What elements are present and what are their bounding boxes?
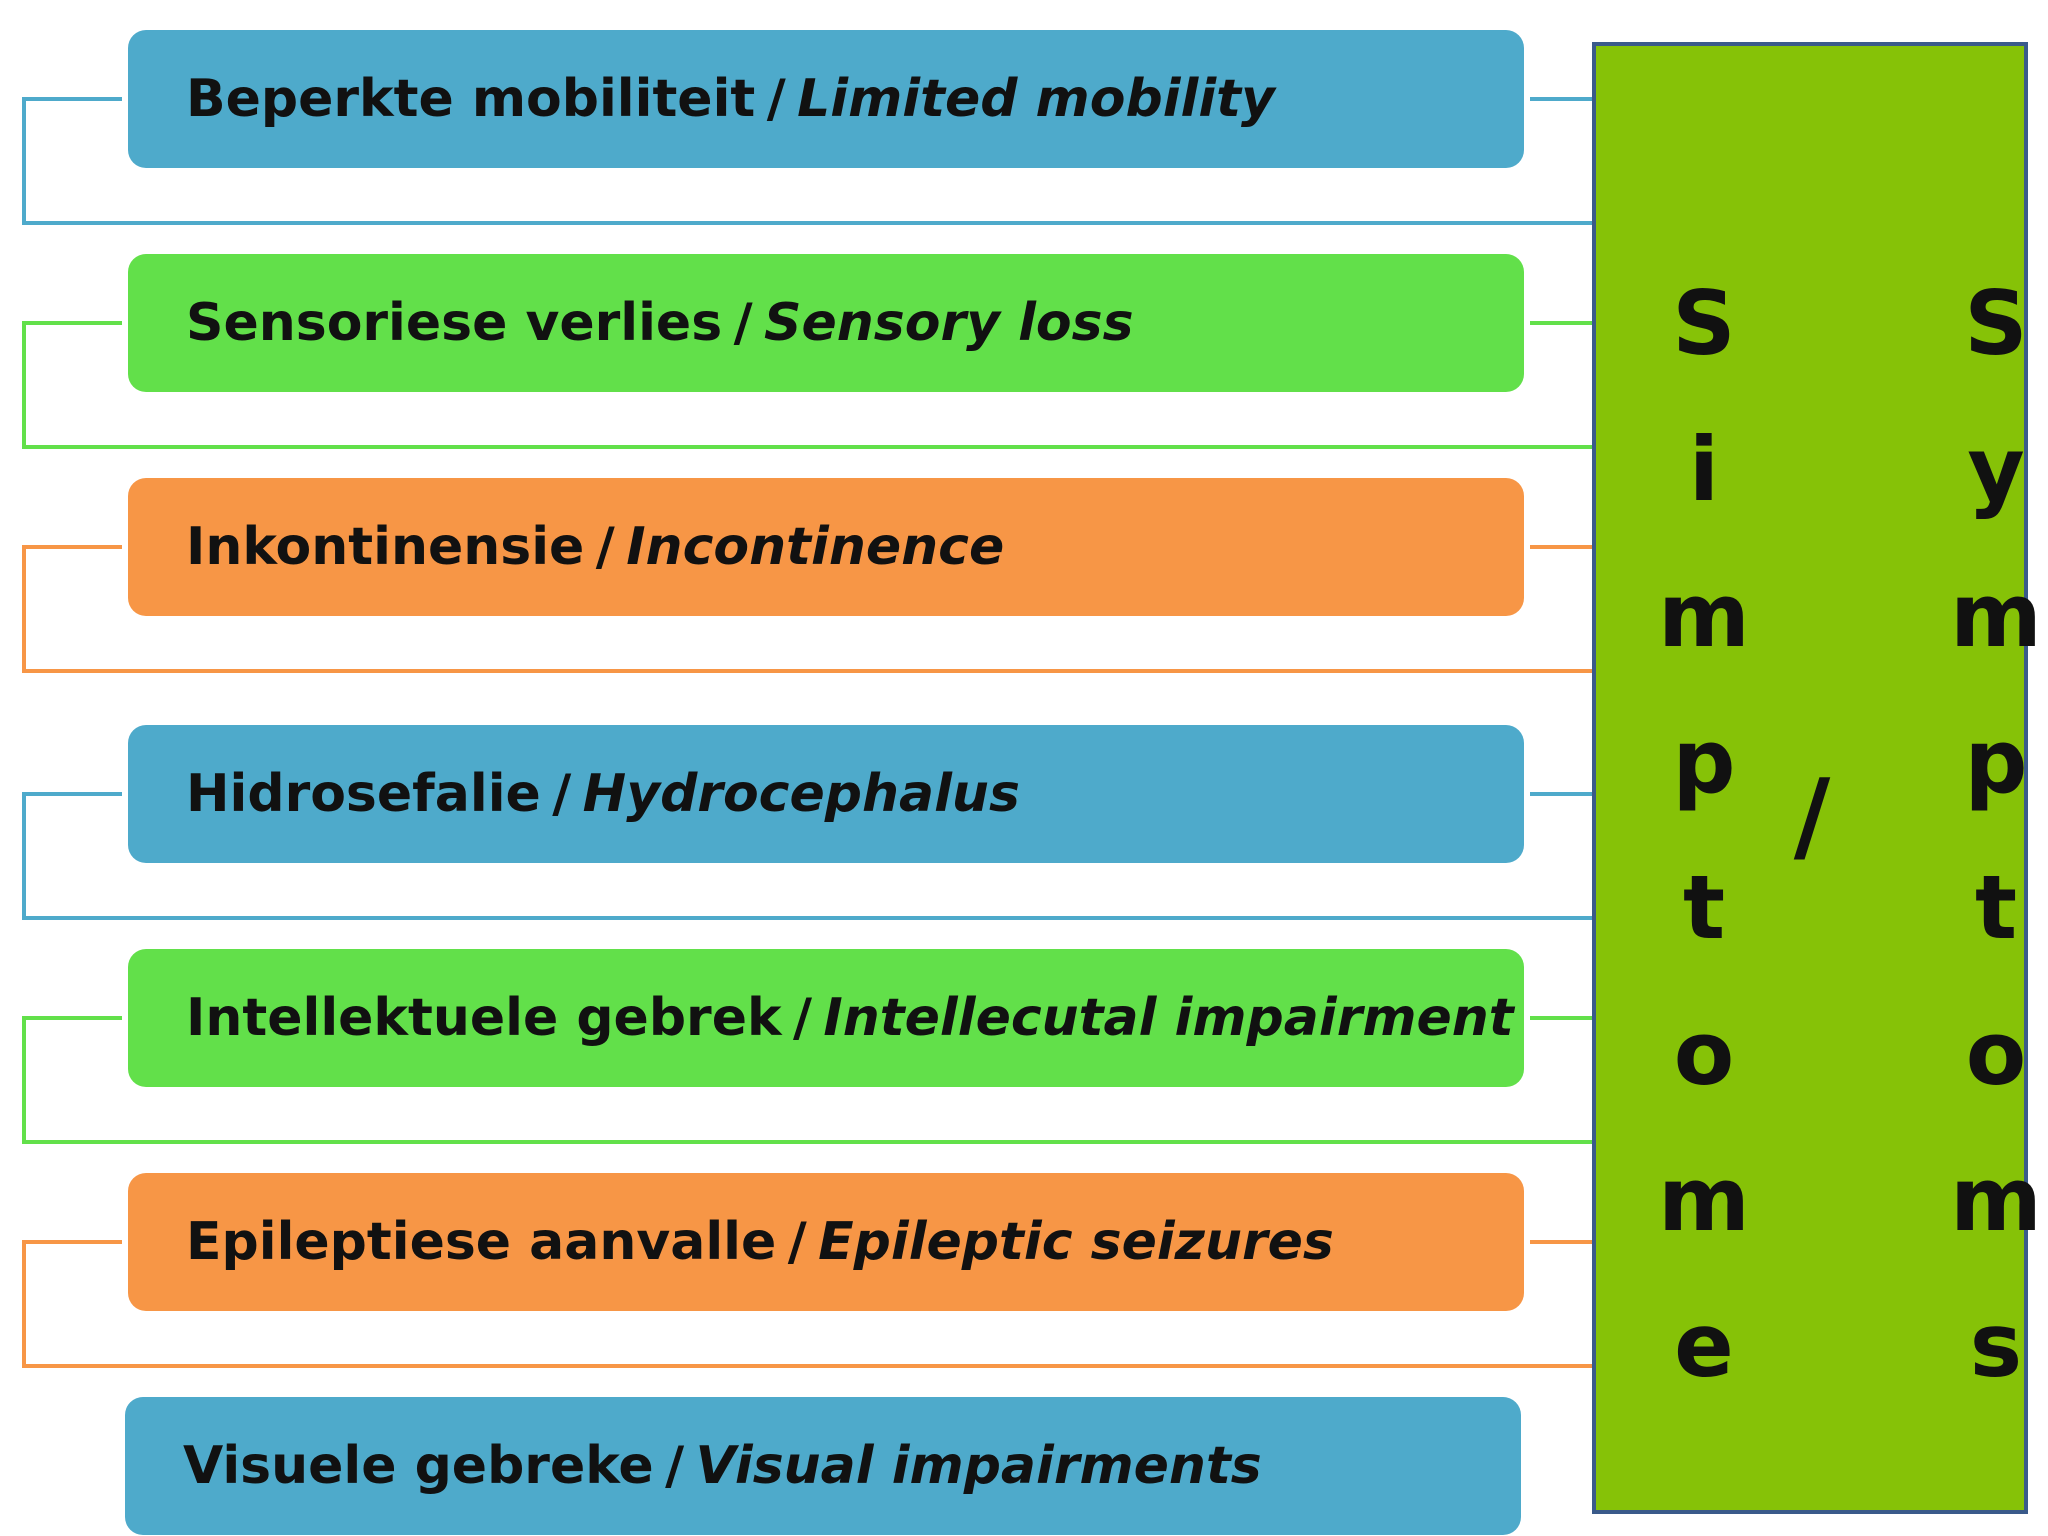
symptom-item-hydrocephalus: Hidrosefalie/Hydrocephalus: [128, 725, 1524, 863]
symptom-item-sensory-loss: Sensoriese verlies/Sensory loss: [128, 254, 1524, 392]
panel-letter: t: [1974, 856, 2018, 959]
vertical-word-symptoms: S y m p t o m s: [1936, 251, 2048, 1419]
panel-letter: m: [1950, 1148, 2042, 1251]
item-separator: /: [787, 1212, 807, 1272]
panel-letter: e: [1674, 1294, 1734, 1397]
item-label-afrikaans: Epileptiese aanvalle: [186, 1212, 777, 1272]
item-label-afrikaans: Sensoriese verlies: [186, 293, 723, 353]
symptom-item-intellectual-impairment: Intellektuele gebrek/Intellecutal impair…: [128, 949, 1524, 1087]
symptom-item-limited-mobility: Beperkte mobiliteit/Limited mobility: [128, 30, 1524, 168]
panel-letter: p: [1964, 710, 2028, 813]
panel-letter: y: [1967, 418, 2025, 521]
panel-letter: o: [1965, 1002, 2027, 1105]
panel-separator: /: [1793, 757, 1831, 874]
item-label-english: Incontinence: [626, 517, 1005, 577]
panel-letter: m: [1658, 1148, 1750, 1251]
panel-letter: p: [1672, 710, 1736, 813]
symptom-item-epileptic-seizures: Epileptiese aanvalle/Epileptic seizures: [128, 1173, 1524, 1311]
item-label-afrikaans: Hidrosefalie: [186, 764, 541, 824]
bracket-line-2: [22, 321, 1594, 449]
item-label-afrikaans: Beperkte mobiliteit: [186, 69, 756, 129]
panel-letter: S: [1672, 272, 1736, 375]
item-separator: /: [665, 1436, 685, 1496]
bracket-line-3: [22, 545, 1594, 673]
item-label-english: Epileptic seizures: [818, 1212, 1334, 1272]
item-separator: /: [792, 988, 812, 1048]
item-separator: /: [595, 517, 615, 577]
item-separator: /: [733, 293, 753, 353]
item-label-english: Visual impairments: [695, 1436, 1262, 1496]
item-separator: /: [766, 69, 786, 129]
vertical-word-simptome: S i m p t o m e: [1644, 251, 1764, 1419]
item-label-afrikaans: Visuele gebreke: [183, 1436, 654, 1496]
panel-letter: t: [1682, 856, 1726, 959]
bracket-line-6: [22, 1240, 1594, 1368]
item-label-english: Intellecutal impairment: [823, 988, 1514, 1048]
panel-letter: i: [1688, 418, 1720, 521]
bracket-line-5: [22, 1016, 1594, 1144]
item-label-afrikaans: Inkontinensie: [186, 517, 585, 577]
symptom-item-incontinence: Inkontinensie/Incontinence: [128, 478, 1524, 616]
item-label-english: Sensory loss: [764, 293, 1134, 353]
item-label-english: Limited mobility: [797, 69, 1275, 129]
panel-letter: m: [1658, 564, 1750, 667]
symptoms-panel: S i m p t o m e / S y m p t o m s: [1592, 42, 2042, 1514]
item-label-english: Hydrocephalus: [582, 764, 1020, 824]
bracket-line-1: [22, 97, 1594, 225]
symptom-item-visual-impairments: Visuele gebreke/Visual impairments: [125, 1397, 1521, 1535]
item-label-afrikaans: Intellektuele gebrek: [186, 988, 782, 1048]
panel-letter: o: [1673, 1002, 1735, 1105]
panel-letter: m: [1950, 564, 2042, 667]
panel-letter: s: [1969, 1294, 2023, 1397]
panel-letter: S: [1964, 272, 2028, 375]
bracket-line-4: [22, 792, 1594, 920]
item-separator: /: [552, 764, 572, 824]
